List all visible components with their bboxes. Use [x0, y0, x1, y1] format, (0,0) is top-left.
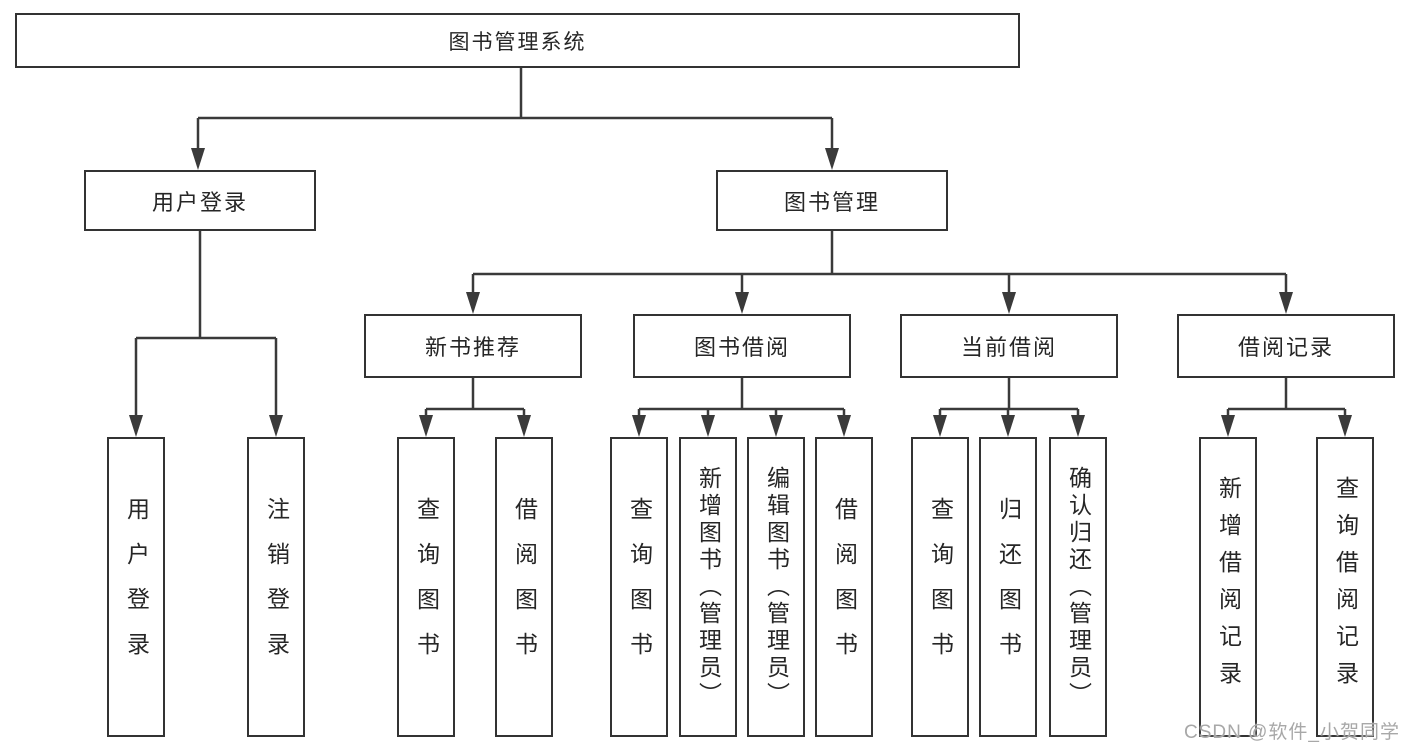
leaf-query-books-recommend: 查询图书: [397, 437, 455, 737]
node-label: 用户登录: [151, 189, 248, 215]
leaf-label: 确认归还（管理员）: [1065, 465, 1092, 709]
node-label: 新书推荐: [424, 335, 521, 360]
leaf-label: 注销登录: [263, 497, 290, 677]
node-label: 借阅记录: [1237, 335, 1334, 360]
leaf-label: 新增借阅记录: [1215, 476, 1242, 698]
node-borrowing-records: 借阅记录: [1177, 314, 1395, 378]
leaf-label: 归还图书: [995, 497, 1022, 677]
leaf-label: 查询图书: [413, 497, 440, 677]
leaf-label: 借阅图书: [511, 497, 538, 677]
node-label: 图书管理: [783, 189, 880, 215]
leaf-label: 用户登录: [123, 497, 150, 677]
leaf-label: 编辑图书（管理员）: [763, 465, 790, 709]
node-book-borrowing: 图书借阅: [633, 314, 851, 378]
leaf-add-books-admin: 新增图书（管理员）: [679, 437, 737, 737]
leaf-add-borrow-record: 新增借阅记录: [1199, 437, 1257, 737]
leaf-label: 查询借阅记录: [1332, 476, 1359, 698]
node-user-login: 用户登录: [84, 170, 316, 231]
leaf-query-books-borrowing: 查询图书: [610, 437, 668, 737]
node-label: 当前借阅: [960, 335, 1057, 360]
node-library-management-system: 图书管理系统: [15, 13, 1020, 68]
leaf-label: 查询图书: [626, 497, 653, 677]
csdn-watermark: CSDN @软件_小贺同学: [1184, 722, 1400, 743]
leaf-label: 新增图书（管理员）: [695, 465, 722, 709]
leaf-user-login: 用户登录: [107, 437, 165, 737]
leaf-label: 借阅图书: [831, 497, 858, 677]
leaf-logout: 注销登录: [247, 437, 305, 737]
leaf-confirm-return-admin: 确认归还（管理员）: [1049, 437, 1107, 737]
node-label: 图书借阅: [693, 335, 790, 360]
node-new-book-recommendation: 新书推荐: [364, 314, 582, 378]
leaf-query-books-current: 查询图书: [911, 437, 969, 737]
node-label: 图书管理系统: [448, 30, 587, 54]
leaf-edit-books-admin: 编辑图书（管理员）: [747, 437, 805, 737]
leaf-borrow-books: 借阅图书: [815, 437, 873, 737]
leaf-return-books: 归还图书: [979, 437, 1037, 737]
leaf-label: 查询图书: [927, 497, 954, 677]
leaf-query-borrow-record: 查询借阅记录: [1316, 437, 1374, 737]
node-current-borrowing: 当前借阅: [900, 314, 1118, 378]
node-book-management: 图书管理: [716, 170, 948, 231]
leaf-borrow-books-recommend: 借阅图书: [495, 437, 553, 737]
